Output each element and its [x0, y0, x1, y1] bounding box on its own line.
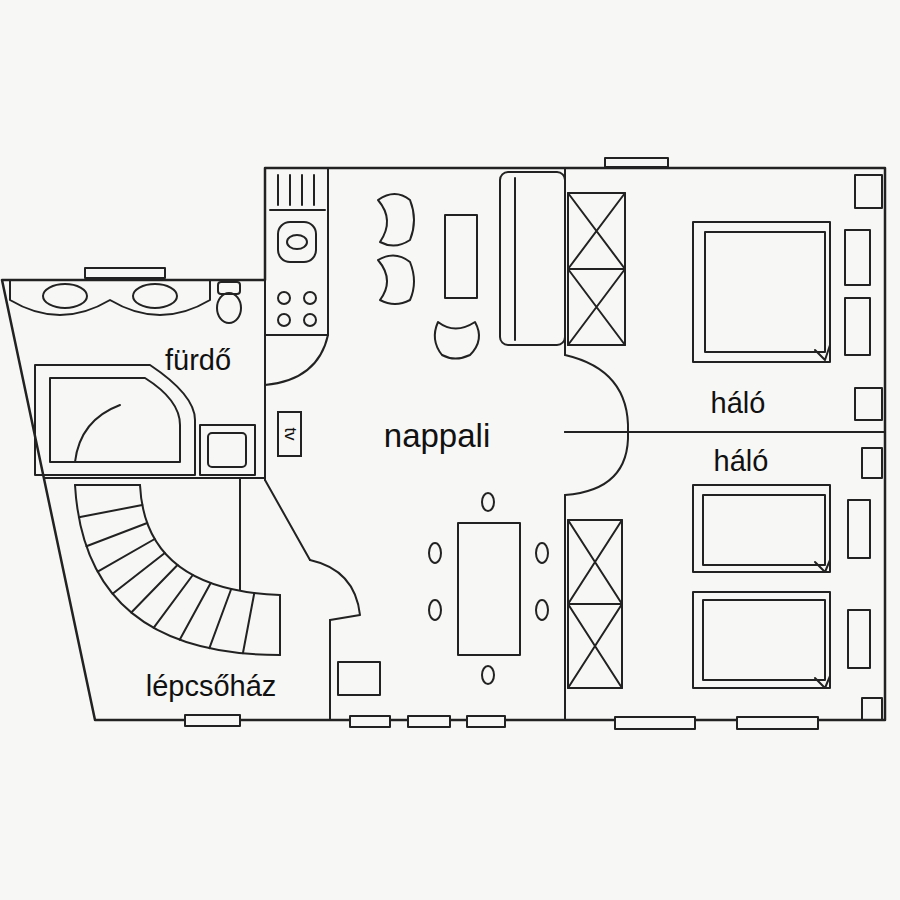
room-name: háló [714, 447, 769, 476]
room-name: lépcsőház [146, 672, 277, 701]
tv-label: tv [281, 427, 298, 440]
tv-box: tv [277, 411, 302, 457]
room-name: háló [711, 389, 766, 418]
room-name: fürdő [165, 346, 231, 375]
room-name: nappali [384, 419, 490, 452]
